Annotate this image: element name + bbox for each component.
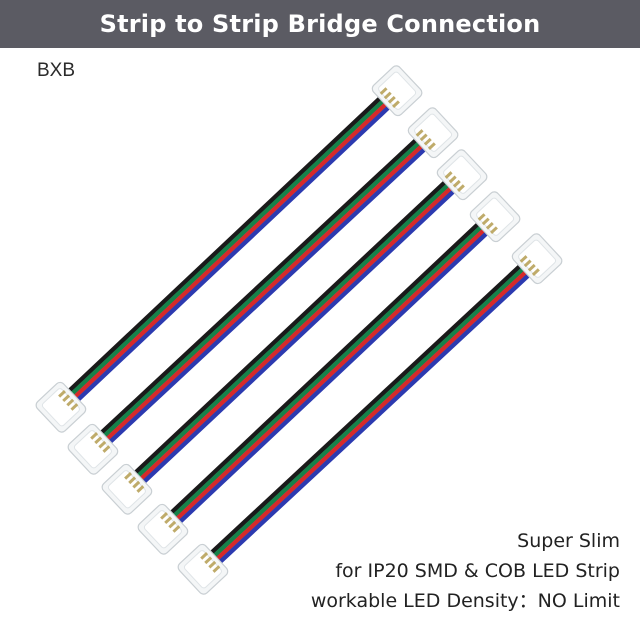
wire <box>215 270 528 561</box>
connector-clip <box>177 543 229 595</box>
wire <box>212 267 525 558</box>
wire <box>172 225 483 518</box>
wire <box>136 183 450 478</box>
feature-led-density: workable LED Density：NO Limit <box>310 590 620 612</box>
connector-clip <box>436 149 488 201</box>
bridge-cable <box>177 233 563 595</box>
wire <box>142 189 456 484</box>
wire <box>70 99 385 396</box>
connector-clip <box>101 463 153 515</box>
feature-super-slim: Super Slim <box>517 530 620 552</box>
wire <box>108 147 427 444</box>
wire <box>73 102 388 399</box>
title-bar: Strip to Strip Bridge Connection <box>0 0 640 48</box>
wire <box>133 180 447 475</box>
connector-clip <box>137 503 189 555</box>
connector-clip <box>67 423 119 475</box>
wire <box>67 96 382 393</box>
bridge-cable <box>67 107 459 475</box>
wire <box>102 141 421 438</box>
connector-clip <box>469 191 521 243</box>
connector-clip <box>511 233 563 285</box>
connector-clip <box>35 381 87 433</box>
wire <box>209 264 522 555</box>
wire <box>139 186 453 481</box>
bridge-cable <box>101 149 488 515</box>
wire <box>169 222 480 515</box>
connector-clip <box>371 65 423 117</box>
wire <box>178 231 489 524</box>
feature-strip-compatibility: for IP20 SMD & COB LED Strip <box>335 560 620 582</box>
connector-clip <box>407 107 459 159</box>
bridge-cable <box>35 65 423 433</box>
wire <box>99 138 418 435</box>
brand-label: BXB <box>37 60 76 81</box>
wire <box>175 228 486 521</box>
page-title: Strip to Strip Bridge Connection <box>99 10 541 38</box>
bridge-cable <box>137 191 521 555</box>
wire <box>76 105 391 402</box>
wire <box>218 273 531 564</box>
feature-list: Super Slim for IP20 SMD & COB LED Strip … <box>311 526 620 616</box>
wire <box>105 144 424 441</box>
